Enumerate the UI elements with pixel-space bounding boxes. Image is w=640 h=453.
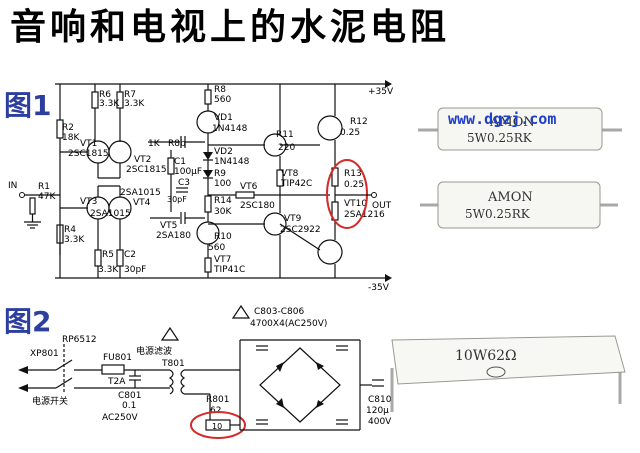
- r1-ref: R1: [38, 182, 50, 192]
- r11-value: TIP42C: [280, 179, 312, 189]
- r13-value: 2SA1216: [344, 210, 385, 220]
- vt6-value: 560: [208, 243, 225, 253]
- supply-pos-label: +35V: [368, 87, 394, 97]
- vt2-ref: VT2: [134, 155, 151, 165]
- vt1-ref: VT1: [80, 139, 97, 149]
- power-supply-circuit: XP801 RP6512 电源开关 FU801 T2A C801 0.1 AC2…: [18, 304, 392, 439]
- vt4-ref: VT4: [133, 198, 151, 208]
- vd2-ref: R9: [214, 169, 226, 179]
- c810-ref: C810: [368, 395, 392, 405]
- switch-ref: RP6512: [62, 335, 97, 345]
- fuse-value: T2A: [107, 377, 126, 387]
- plug-label: XP801: [30, 349, 59, 359]
- c801-value: 0.1: [122, 401, 136, 411]
- r8-ref: R8: [214, 85, 226, 95]
- r801-power: 10: [212, 422, 222, 431]
- r3-value: 3.3K: [64, 235, 85, 245]
- r8b-ref: C1: [174, 157, 186, 167]
- supply-neg-label: -35V: [368, 283, 390, 293]
- vd1-ref: VD2: [214, 147, 233, 157]
- vt8-value: 2SC2922: [280, 225, 321, 235]
- r4-value: 3.3K: [98, 265, 119, 275]
- vd1-value: 1N4148: [214, 157, 250, 167]
- r13-ref: VT10: [344, 199, 367, 209]
- r12-value: 0.25: [344, 180, 364, 190]
- resistor-2-brand: AMON: [487, 190, 533, 205]
- c2-value: 1K: [148, 139, 161, 149]
- brand-logo-icon: [486, 366, 506, 378]
- c3-ref: VT5: [160, 221, 177, 231]
- resistor-3-marking: 10W62Ω: [455, 348, 517, 364]
- fuse-ref: FU801: [103, 353, 132, 363]
- vt7-ref: R11: [276, 130, 294, 140]
- resistor-1-brand: AMON: [489, 115, 535, 130]
- vd2-value: 100: [214, 179, 231, 189]
- c1-ref: C3: [178, 178, 190, 188]
- vt4-value: 2SA1015: [120, 188, 161, 198]
- figure-2-label: 图2: [4, 305, 52, 338]
- vt5-value: 1N4148: [212, 124, 248, 134]
- r6-value: 3.3K: [99, 99, 120, 109]
- bridge-caps-value: 4700X4(AC250V): [250, 319, 327, 329]
- r9-value: 30K: [214, 207, 232, 217]
- r11-ref: VT8: [281, 169, 299, 179]
- vt7-value: 220: [278, 143, 295, 153]
- vt2-value: 2SC1815: [126, 165, 167, 175]
- vt8-ref: VT9: [284, 214, 302, 224]
- input-label: IN: [8, 181, 17, 191]
- vt9-value: 0.25: [340, 128, 360, 138]
- r3-ref: R4: [64, 225, 76, 235]
- highlight-r801: [190, 411, 246, 439]
- bridge-caps-ref: C803-C806: [254, 307, 304, 317]
- vt1-value: 2SC1815: [68, 149, 109, 159]
- page-title: 音响和电视上的水泥电阻: [10, 7, 451, 48]
- resistor-1-rating: 5W0.25RK: [467, 131, 533, 145]
- output-label: OUT: [372, 201, 392, 211]
- resistor-2-rating: 5W0.25RK: [465, 207, 531, 221]
- switch-label: 电源开关: [32, 395, 68, 407]
- r801-value: 62: [210, 406, 221, 416]
- r8-value: 560: [214, 95, 231, 105]
- r7-value: 3.3K: [124, 99, 145, 109]
- r2-ref: R2: [62, 123, 74, 133]
- r10-ref: VT7: [214, 255, 231, 265]
- highlight-r12-r13: [326, 159, 368, 229]
- r5-value: 30pF: [124, 265, 146, 275]
- filter-label: 电源滤波: [136, 345, 172, 357]
- r14-value: 2SC180: [240, 201, 275, 211]
- c2-ref: R8b: [168, 139, 186, 149]
- r4-ref: R5: [102, 250, 114, 260]
- vt9-ref: R12: [350, 117, 368, 127]
- r5-ref: C2: [124, 250, 136, 260]
- c1-value: 30pF: [167, 195, 187, 204]
- vt3-value: 2SA1015: [90, 209, 131, 219]
- r1-value: 47K: [38, 192, 56, 202]
- r9-ref: R14: [214, 196, 232, 206]
- cement-resistor-photo-3: 10W62Ω: [390, 335, 626, 412]
- amplifier-circuit: +35V -35V IN R1 47K R2 18K R4 3.3K R6 3.…: [8, 80, 394, 293]
- r8b-value: 100μF: [174, 167, 202, 177]
- r10-value: TIP41C: [213, 265, 245, 275]
- c810-rating: 400V: [368, 417, 392, 427]
- figure-1-label: 图1: [4, 89, 52, 122]
- vt6-ref: R10: [214, 232, 232, 242]
- r801-ref: R801: [206, 395, 229, 405]
- r7-ref: R7: [124, 90, 136, 100]
- r14-ref: VT6: [240, 182, 258, 192]
- c801-ref: C801: [118, 391, 141, 401]
- watermark: www.dgzj.com: [448, 110, 556, 128]
- vt5-ref: VD1: [214, 113, 233, 123]
- c801-rating: AC250V: [102, 413, 138, 423]
- r2-value: 18K: [62, 133, 80, 143]
- cement-resistor-photo-1: AMON 5W0.25RK: [418, 107, 622, 151]
- vt3-ref: VT3: [80, 197, 97, 207]
- cement-resistor-photo-2: AMON 5W0.25RK: [420, 181, 618, 229]
- r6-ref: R6: [99, 90, 111, 100]
- c810-value: 120μ: [366, 406, 389, 416]
- transformer-ref: T801: [161, 359, 185, 369]
- r12-ref: R13: [344, 169, 362, 179]
- c3-value: 2SA180: [156, 231, 191, 241]
